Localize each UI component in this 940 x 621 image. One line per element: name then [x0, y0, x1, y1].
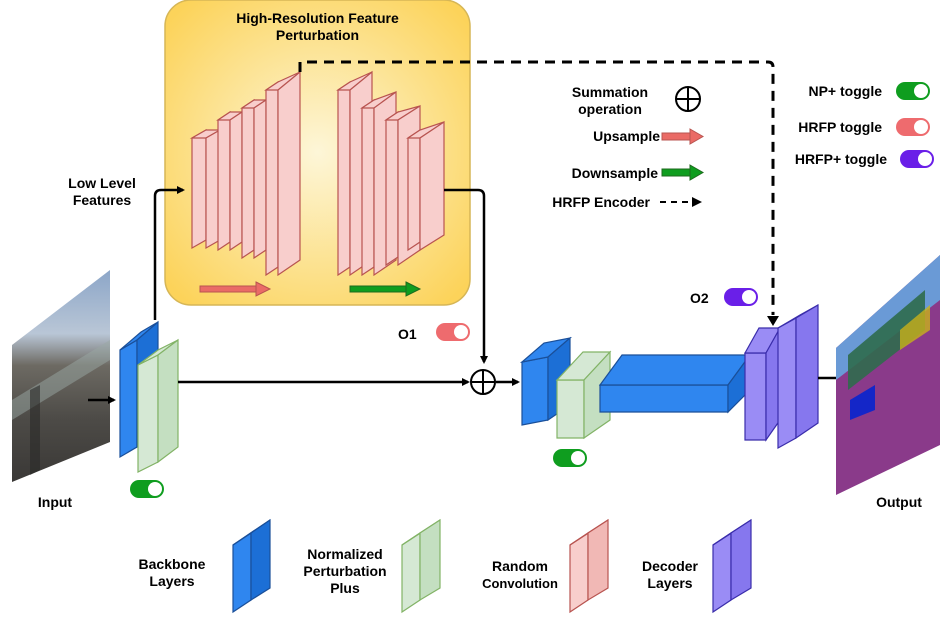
hrfp-title-line1: High-Resolution Feature	[236, 10, 399, 26]
legend-npp-line2: Perturbation	[303, 563, 387, 579]
legend-backbone-line1: Backbone	[138, 556, 206, 572]
key-downsample-label: Downsample	[571, 165, 658, 181]
hrfp-encoder-dashed-arrowhead	[767, 316, 779, 326]
hrfp-to-sum-path	[444, 188, 488, 364]
o2-toggle[interactable]	[724, 288, 758, 306]
toggle-knob	[571, 451, 585, 465]
legend-backbone-line2: Layers	[149, 573, 195, 589]
key-summation-line2: operation	[578, 101, 642, 117]
legend-random-conv-block	[569, 518, 609, 614]
legend-npp-label: Normalized Perturbation Plus	[290, 546, 400, 597]
toggle-knob	[742, 290, 756, 304]
decoder-block	[743, 303, 819, 450]
hrfp-title-line2: Perturbation	[275, 27, 360, 43]
key-upsample-arrow	[661, 128, 705, 145]
hrfp-plus-toggle-label: HRFP+ toggle	[794, 151, 887, 167]
legend-decoder-line2: Layers	[647, 575, 693, 591]
toggle-knob	[148, 482, 162, 496]
legend-random-line2: Convolution	[482, 576, 558, 591]
key-summation-icon	[675, 86, 701, 112]
np-plus-toggle[interactable]	[896, 82, 930, 100]
np-plus-toggle-label: NP+ toggle	[808, 83, 882, 99]
random-conv-encoder	[189, 70, 301, 277]
o1-label: O1	[398, 326, 417, 342]
legend-npp-line1: Normalized	[307, 546, 383, 562]
random-conv-decoder	[336, 70, 445, 277]
key-hrfp-encoder-arrow	[660, 197, 702, 207]
toggle-knob	[918, 152, 932, 166]
legend-decoder-block	[712, 518, 752, 614]
legend-backbone-block	[232, 518, 271, 614]
toggle-knob	[914, 84, 928, 98]
legend-decoder-line1: Decoder	[641, 558, 699, 574]
summation-node	[470, 369, 496, 395]
output-label: Output	[876, 494, 922, 510]
low-level-path	[153, 186, 185, 320]
hrfp-toggle[interactable]	[896, 118, 930, 136]
hrfp-upsample-arrow	[199, 281, 272, 297]
hrfp-plus-toggle[interactable]	[900, 150, 934, 168]
bottleneck-block	[598, 353, 752, 414]
key-summation-line1: Summation	[571, 84, 649, 100]
hrfp-encoder-dashed-path	[298, 60, 775, 315]
key-upsample-label: Upsample	[593, 128, 660, 144]
key-downsample-arrow	[661, 164, 705, 181]
hrfp-toggle-label: HRFP toggle	[798, 119, 882, 135]
input-label: Input	[37, 494, 73, 510]
npp-block-2	[555, 350, 612, 440]
o1-toggle[interactable]	[436, 323, 470, 341]
toggle-knob	[454, 325, 468, 339]
legend-npp-line3: Plus	[330, 580, 360, 596]
input-image	[12, 270, 110, 482]
low-level-features-label: Low Level Features	[52, 175, 152, 209]
key-summation-label: Summation operation	[555, 84, 665, 118]
legend-backbone-label: Backbone Layers	[130, 556, 214, 590]
low-level-line2: Features	[72, 192, 132, 208]
legend-decoder-label: Decoder Layers	[630, 558, 710, 592]
hrfp-downsample-arrow	[349, 281, 422, 297]
legend-random-conv-label: Random Convolution	[470, 558, 570, 592]
toggle-knob	[914, 120, 928, 134]
key-hrfp-encoder-label: HRFP Encoder	[552, 194, 650, 210]
legend-npp-block	[401, 518, 441, 614]
output-segmentation-image	[836, 255, 940, 495]
o2-label: O2	[690, 290, 709, 306]
low-level-line1: Low Level	[68, 175, 136, 191]
hrfp-title: High-Resolution Feature Perturbation	[190, 10, 445, 44]
npp-block-1	[137, 338, 179, 473]
npp-toggle-1[interactable]	[130, 480, 164, 498]
npp-toggle-2[interactable]	[553, 449, 587, 467]
legend-random-line1: Random	[492, 558, 548, 574]
